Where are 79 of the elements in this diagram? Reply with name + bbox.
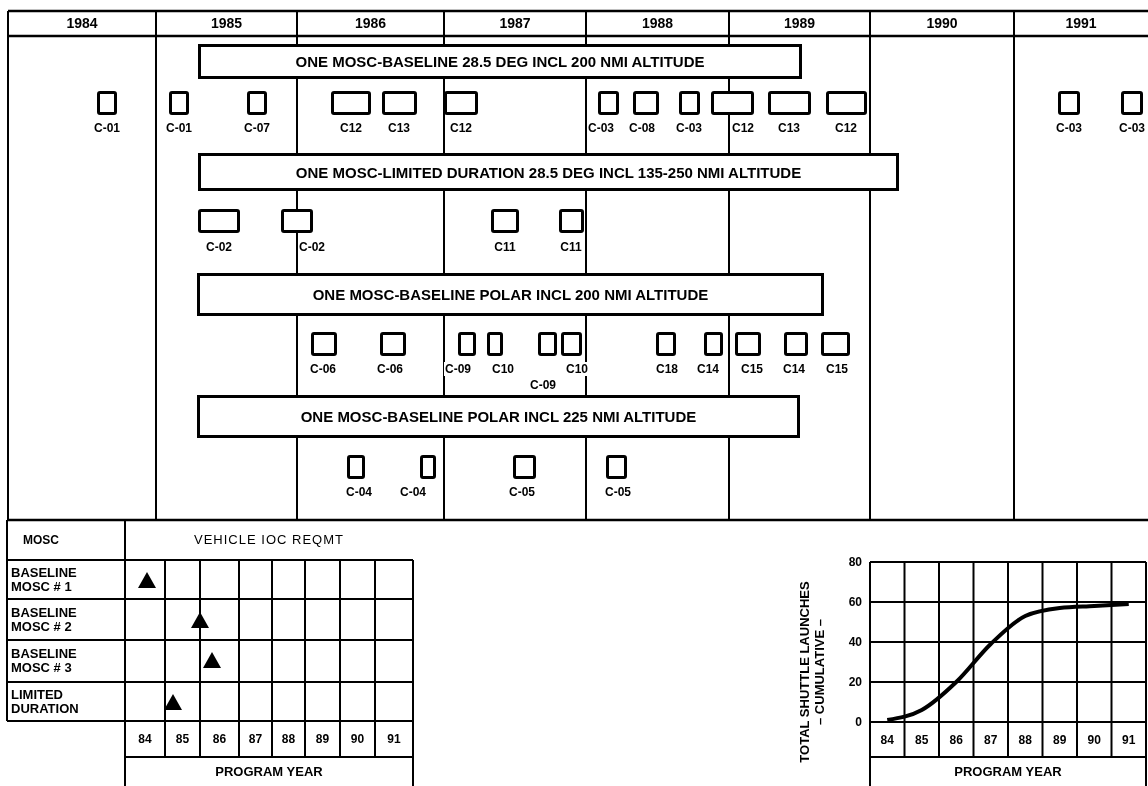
- module-label: C-09: [444, 362, 472, 376]
- module-label: C-05: [508, 485, 536, 499]
- year-header: 1986: [353, 14, 388, 34]
- module-label: C-01: [93, 121, 121, 135]
- row-label: BASELINE MOSC # 1: [10, 563, 78, 596]
- module-label: C-03: [1118, 121, 1146, 135]
- year-header: 1990: [925, 14, 959, 34]
- year-header: 1991: [1064, 14, 1098, 34]
- table-title: VEHICLE IOC REQMT: [193, 531, 345, 550]
- module-label: C12: [449, 121, 473, 135]
- module-label: C18: [655, 362, 679, 376]
- module-label: C11: [493, 240, 517, 254]
- module-label: C-09: [529, 378, 557, 392]
- module-label: C-02: [298, 240, 326, 254]
- y-tick-label: 0: [855, 715, 862, 729]
- y-tick-label: 60: [848, 595, 862, 609]
- banner-text: ONE MOSC-LIMITED DURATION 28.5 DEG INCL 135-250 NMI ALTITUDE: [295, 163, 802, 181]
- module-label: C-05: [604, 485, 632, 499]
- column-header: MOSC: [22, 531, 60, 549]
- module-label: C12: [834, 121, 858, 135]
- mission-banner: [197, 395, 800, 438]
- mission-banner: [198, 44, 802, 79]
- axis-title: PROGRAM YEAR: [214, 762, 324, 781]
- year-header: 1984: [65, 14, 99, 34]
- y-tick-label: 20: [848, 675, 862, 689]
- module-label: C-03: [1055, 121, 1083, 135]
- module-label: C-06: [309, 362, 337, 376]
- x-axis-title: PROGRAM YEAR: [954, 764, 1062, 779]
- module-label: C10: [491, 362, 515, 376]
- module-label: C-07: [243, 121, 271, 135]
- row-label: BASELINE MOSC # 2: [10, 603, 78, 636]
- module-label: C-06: [376, 362, 404, 376]
- x-tick-label: 87: [984, 733, 998, 747]
- x-tick-label: 89: [1053, 733, 1067, 747]
- module-label: C-03: [587, 121, 615, 135]
- year-cell-text: 91: [386, 730, 402, 748]
- x-tick-label: 85: [915, 733, 929, 747]
- module-label: C13: [777, 121, 801, 135]
- banner-text: ONE MOSC-BASELINE POLAR INCL 200 NMI ALTITUDE: [312, 286, 709, 303]
- module-label: C15: [825, 362, 849, 376]
- year-header: 1989: [782, 14, 817, 34]
- year-header: 1988: [640, 14, 675, 34]
- y-tick-label: 40: [848, 635, 862, 649]
- year-header: 1985: [209, 14, 244, 34]
- x-tick-label: 91: [1122, 733, 1136, 747]
- x-tick-label: 86: [949, 733, 963, 747]
- module-label: C14: [782, 362, 806, 376]
- y-tick-label: 80: [848, 555, 862, 569]
- module-label: C10: [565, 362, 589, 376]
- module-label: C-08: [628, 121, 656, 135]
- year-header: 1987: [498, 14, 532, 34]
- module-label: C12: [731, 121, 755, 135]
- module-label: C14: [696, 362, 720, 376]
- year-cell-text: 84: [137, 730, 153, 748]
- module-label: C-04: [399, 485, 427, 499]
- module-label: C-01: [165, 121, 193, 135]
- module-label: C12: [339, 121, 363, 135]
- year-cell-text: 90: [349, 730, 366, 748]
- module-label: C11: [559, 240, 583, 254]
- row-label: BASELINE MOSC # 3: [10, 645, 78, 677]
- row-label: LIMITED DURATION: [10, 685, 80, 718]
- module-label: C15: [740, 362, 764, 376]
- module-label: C-03: [675, 121, 703, 135]
- banner-text: ONE MOSC-BASELINE POLAR INCL 225 NMI ALTITUDE: [300, 408, 697, 425]
- x-tick-label: 90: [1087, 733, 1101, 747]
- year-cell-text: 85: [174, 730, 191, 748]
- module-label: C13: [387, 121, 411, 135]
- banner-text: ONE MOSC-BASELINE 28.5 DEG INCL 200 NMI ALTITUDE: [295, 53, 705, 70]
- module-label: C-02: [205, 240, 233, 254]
- mission-banner: [198, 153, 899, 191]
- year-cell-text: 89: [314, 730, 331, 748]
- year-cell-text: 88: [280, 730, 297, 748]
- mission-banner: [197, 273, 824, 316]
- year-cell-text: 86: [211, 730, 228, 748]
- module-label: C-04: [345, 485, 373, 499]
- year-cell-text: 87: [247, 730, 264, 748]
- y-axis-title: TOTAL SHUTTLE LAUNCHES – CUMULATIVE –: [797, 580, 827, 764]
- x-tick-label: 84: [880, 733, 894, 747]
- x-tick-label: 88: [1018, 733, 1032, 747]
